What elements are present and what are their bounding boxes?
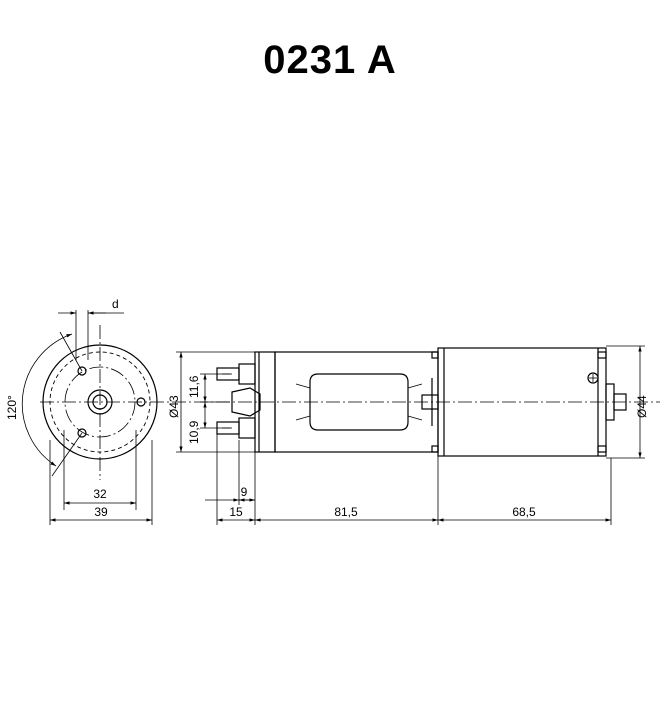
screw-icon [587, 372, 599, 384]
terminal-top [216, 363, 256, 385]
bolt-circle [64, 366, 136, 438]
dim-81-5-label: 81,5 [334, 505, 358, 519]
shaft-circle [92, 394, 108, 410]
dim-15-label: 15 [229, 505, 243, 519]
dim-diameter-body: Ø43 [167, 395, 181, 418]
drawing-title: 0231 A [263, 38, 397, 82]
mounting-hole-bottom [77, 428, 87, 438]
dim-terminal-pitch-bottom: 10,9 [187, 420, 201, 444]
dim-9-label: 9 [241, 485, 248, 499]
dim-68-5-label: 68,5 [512, 505, 536, 519]
mounting-hole-right [136, 397, 146, 407]
output-shaft [613, 393, 627, 411]
flange-inner-circle [49, 351, 151, 453]
brush-holder [231, 387, 261, 417]
dim-39-label: 39 [94, 505, 108, 519]
dim-diameter-end: Ø44 [635, 395, 649, 418]
shaft-boss-circle [87, 389, 113, 415]
mounting-hole-top [77, 366, 87, 376]
angle-arc [21, 333, 73, 467]
terminal-bottom [216, 417, 256, 439]
flange-outer-circle [42, 344, 158, 460]
side-view: Ø43 11,6 10,9 [167, 345, 649, 525]
dim-d-label: d [112, 297, 119, 311]
dim-32-label: 32 [93, 487, 107, 501]
dim-angle-label: 120° [5, 395, 19, 420]
rotor-outline [309, 373, 409, 431]
dim-terminal-pitch-top: 11,6 [187, 375, 201, 398]
end-view: d 120° 32 39 [5, 297, 660, 525]
